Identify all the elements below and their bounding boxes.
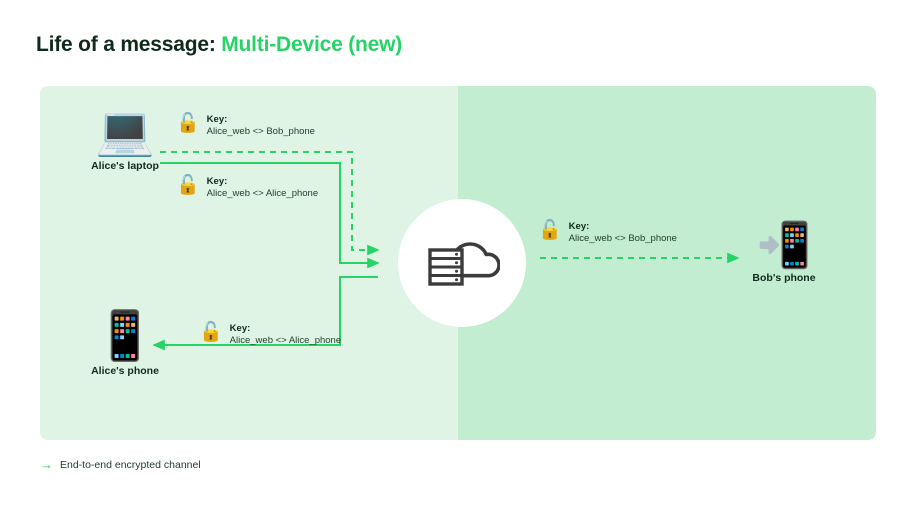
mobile-phone-with-arrow-icon: 📲 bbox=[756, 221, 812, 270]
unlocked-padlock-icon: 🔓 bbox=[199, 322, 223, 343]
key-badge-alice-web-alice-phone-top: 🔓 Key: Alice_web <> Alice_phone bbox=[176, 176, 318, 200]
page-title-prefix: Life of a message: bbox=[36, 33, 222, 56]
key-label: Key: bbox=[206, 114, 228, 125]
mobile-phone-icon: 📱 bbox=[95, 310, 155, 363]
device-alice-phone: 📱 Alice's phone bbox=[78, 313, 172, 379]
key-value: Alice_web <> Bob_phone bbox=[206, 126, 315, 138]
laptop-icon: 💻 bbox=[95, 105, 155, 158]
key-label: Key: bbox=[568, 221, 590, 232]
page-title: Life of a message: Multi-Device (new) bbox=[36, 33, 402, 57]
key-label: Key: bbox=[229, 323, 251, 334]
unlocked-padlock-icon: 🔓 bbox=[538, 220, 562, 241]
panel-right-recipient-side bbox=[458, 86, 876, 440]
device-bob-phone: 📲 Bob's phone bbox=[737, 224, 831, 286]
diagram-canvas bbox=[40, 86, 876, 440]
device-alice-laptop: 💻 Alice's laptop bbox=[78, 108, 172, 174]
key-value: Alice_web <> Bob_phone bbox=[568, 233, 677, 245]
device-label-bob-phone: Bob's phone bbox=[752, 272, 816, 284]
key-badge-alice-web-alice-phone-bottom: 🔓 Key: Alice_web <> Alice_phone bbox=[199, 323, 341, 347]
unlocked-padlock-icon: 🔓 bbox=[176, 175, 200, 196]
arrow-right-icon: → bbox=[40, 457, 53, 472]
device-label-alice-laptop: Alice's laptop bbox=[91, 160, 159, 172]
key-value: Alice_web <> Alice_phone bbox=[206, 188, 319, 200]
unlocked-padlock-icon: 🔓 bbox=[176, 113, 200, 134]
legend: → End-to-end encrypted channel bbox=[40, 458, 201, 471]
key-badge-alice-web-bob-phone-top: 🔓 Key: Alice_web <> Bob_phone bbox=[176, 114, 315, 138]
key-badge-alice-web-bob-phone-right: 🔓 Key: Alice_web <> Bob_phone bbox=[538, 221, 677, 245]
device-label-alice-phone: Alice's phone bbox=[91, 365, 159, 377]
page-title-highlight: Multi-Device (new) bbox=[221, 33, 403, 56]
server-cloud-icon bbox=[428, 242, 500, 286]
server-hub bbox=[398, 199, 526, 327]
key-label: Key: bbox=[206, 176, 228, 187]
key-value: Alice_web <> Alice_phone bbox=[229, 335, 342, 347]
legend-label: End-to-end encrypted channel bbox=[60, 458, 201, 471]
